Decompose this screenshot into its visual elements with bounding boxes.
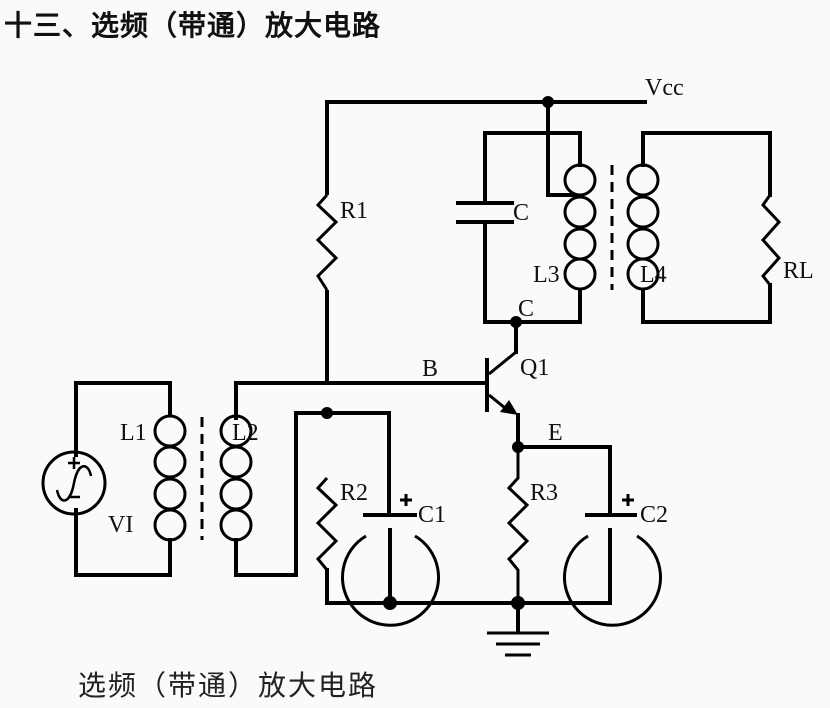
resistor-r3	[506, 447, 530, 603]
inductor-l2	[219, 411, 391, 577]
label-emitter: E	[548, 420, 563, 446]
resistor-r2	[315, 475, 520, 605]
ground-icon	[487, 596, 549, 657]
inductor-l4	[626, 131, 772, 324]
ac-source-icon	[41, 450, 107, 516]
label-c1: C1	[418, 502, 446, 528]
transistor-q1	[485, 320, 520, 449]
label-collector: C	[518, 296, 534, 322]
label-r3: R3	[530, 480, 558, 506]
label-base: B	[422, 356, 438, 382]
base-wire	[234, 381, 489, 420]
capacitor-c1	[341, 494, 440, 627]
label-l4: L4	[640, 262, 667, 288]
label-l2: L2	[232, 420, 259, 446]
label-vcc: Vcc	[645, 75, 684, 101]
label-rl: RL	[783, 258, 814, 284]
inductor-l1	[153, 414, 187, 542]
emitter-wire	[516, 445, 612, 517]
label-c2: C2	[640, 502, 668, 528]
diagram-caption: 选频（带通）放大电路	[78, 669, 379, 702]
label-c: C	[513, 200, 529, 226]
label-l1: L1	[120, 420, 147, 446]
label-r2: R2	[340, 480, 368, 506]
input-loop	[41, 381, 172, 577]
label-r1: R1	[340, 198, 368, 224]
label-q1: Q1	[520, 355, 549, 381]
label-l3: L3	[533, 262, 560, 288]
label-vi: VI	[108, 512, 133, 538]
capacitor-c2	[516, 494, 662, 627]
diagram-title: 十三、选频（带通）放大电路	[4, 9, 382, 42]
junction-dot	[321, 407, 333, 419]
resistor-r1	[315, 193, 339, 291]
resistor-rl	[760, 194, 782, 286]
inductor-l3	[563, 163, 597, 291]
